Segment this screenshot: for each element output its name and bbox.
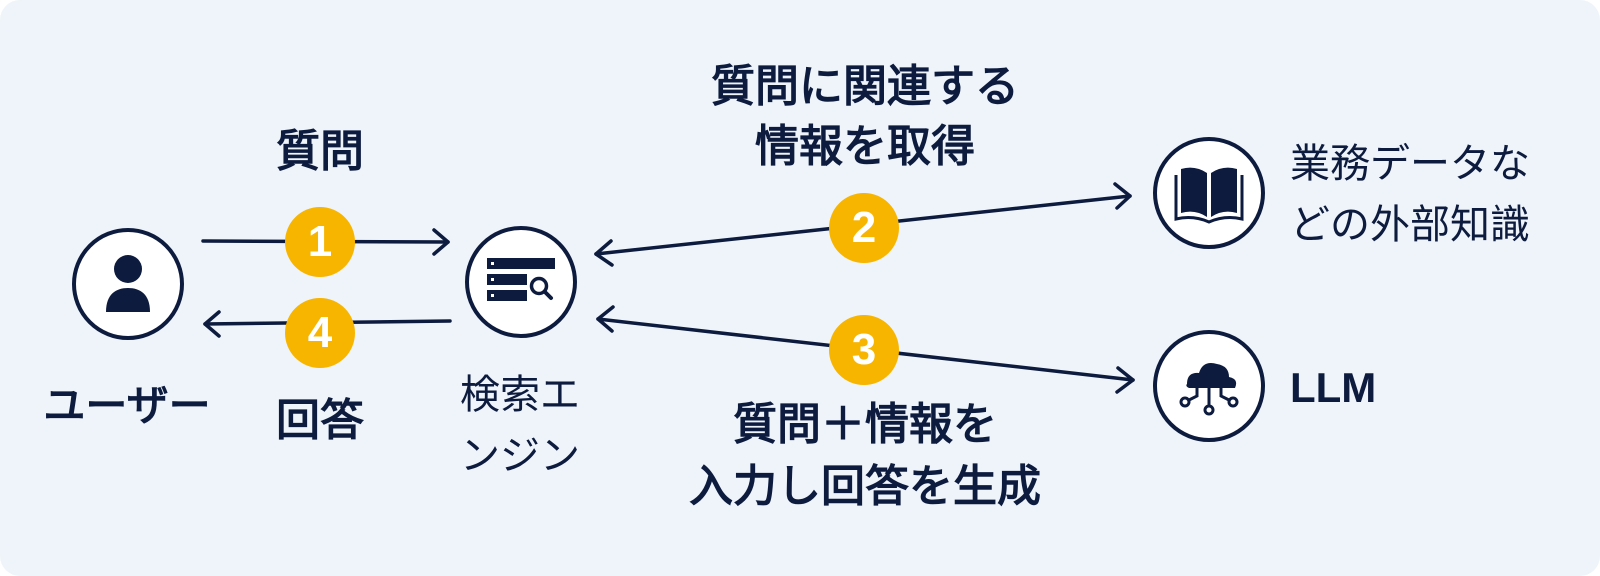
step-2-label-line1: 質問に関連する	[711, 61, 1019, 112]
step-3-label-line2: 入力し回答を生成	[689, 461, 1041, 512]
search-engine-label-line2: ンジン	[460, 433, 580, 479]
search-engine-label-line1: 検索エ	[460, 372, 580, 418]
user-label: ユーザー	[43, 381, 211, 430]
llm-node	[1153, 330, 1265, 442]
cloud-network-icon	[1179, 363, 1239, 416]
step-4-label: 回答	[276, 395, 364, 446]
step-1-badge: 1	[285, 207, 355, 277]
knowledge-label-line1: 業務データな	[1290, 141, 1530, 187]
step-1-label: 質問	[276, 126, 364, 177]
step-2-badge: 2	[829, 193, 899, 263]
user-node	[72, 228, 184, 340]
search-engine-icon	[487, 258, 555, 301]
user-icon	[106, 255, 150, 312]
knowledge-label-line2: どの外部知識	[1290, 202, 1530, 248]
step-3-badge: 3	[829, 315, 899, 385]
step-2-label-line2: 情報を取得	[755, 121, 975, 172]
step-3-label-line1: 質問＋情報を	[733, 399, 997, 450]
step-4-badge: 4	[285, 298, 355, 368]
book-icon	[1174, 167, 1244, 224]
search-engine-node	[465, 226, 577, 338]
llm-label: LLM	[1290, 364, 1377, 411]
knowledge-node	[1153, 137, 1265, 249]
